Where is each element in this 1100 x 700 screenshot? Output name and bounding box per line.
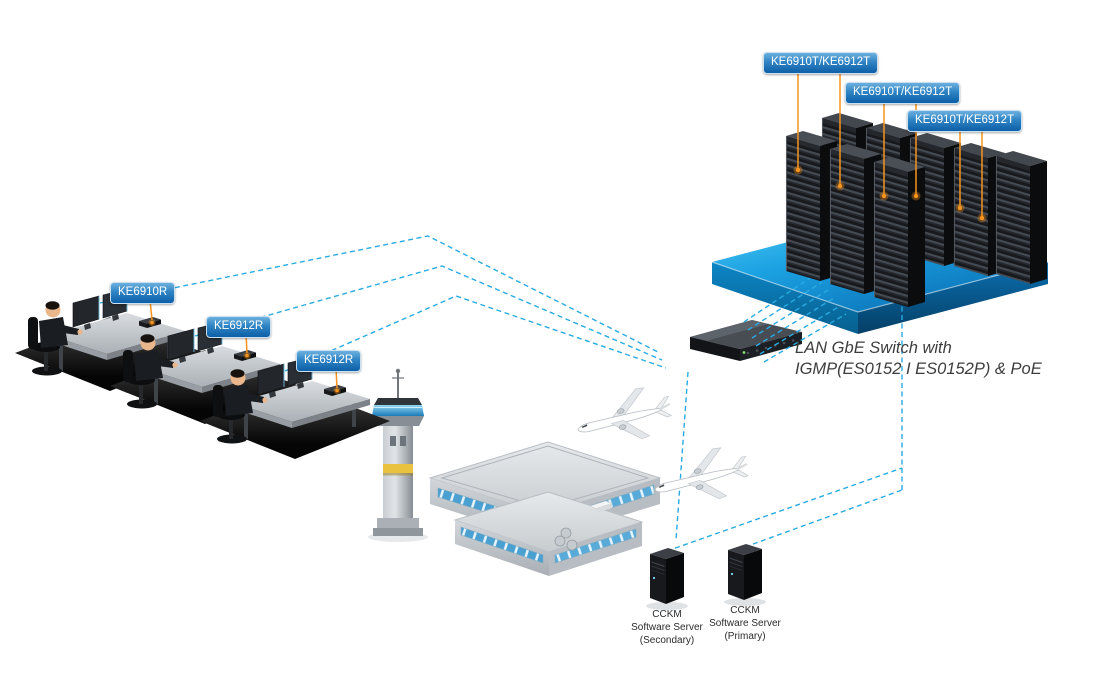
cckm-secondary-role: Software Server: [631, 622, 703, 633]
cckm-primary-name: CCKM: [730, 605, 760, 616]
server-shadow: [646, 602, 688, 610]
network-links: [99, 235, 903, 552]
lan-switch: [690, 320, 802, 361]
cckm-primary-role: Software Server: [709, 618, 781, 629]
switch-label-line2: IGMP(ES0152 I ES0152P) & PoE: [795, 360, 1042, 379]
tx-badge-1: KE6910T/KE6912T: [763, 52, 879, 74]
link-ws1-switch: [99, 235, 659, 353]
link-ws2-switch: [194, 265, 663, 361]
cckm-secondary-name: CCKM: [652, 609, 682, 620]
cckm-server-primary: [727, 543, 763, 601]
cckm-secondary-mode: (Secondary): [639, 635, 695, 646]
cckm-primary-label: CCKM Software Server (Primary): [697, 604, 793, 643]
link-switch-racks-fan: [743, 273, 847, 363]
server-rack: [995, 150, 1048, 285]
server-shadow: [724, 598, 766, 606]
switch-label-line1: LAN GbE Switch with: [795, 339, 952, 357]
switch-label: LAN GbE Switch with IGMP(ES0152 I ES0152…: [795, 338, 1042, 380]
link-cckm-primary: [744, 489, 903, 548]
tx-badge-2: KE6910T/KE6912T: [845, 82, 961, 104]
tower-cab-glass: [372, 405, 424, 416]
link-cckm-secondary: [666, 467, 903, 552]
airport-building: [428, 441, 662, 576]
server-rack: [873, 156, 926, 308]
rx-badge-2: KE6912R: [206, 316, 272, 338]
switch-led: [742, 351, 746, 354]
cckm-secondary-label: CCKM Software Server (Secondary): [619, 608, 715, 647]
airplane: [571, 381, 678, 454]
cckm-primary-mode: (Primary): [724, 631, 766, 642]
tower-antenna: [395, 368, 401, 374]
tx-badge-3: KE6910T/KE6912T: [907, 110, 1023, 132]
cckm-server-secondary: [649, 547, 685, 605]
rx-badge-1: KE6910R: [110, 282, 176, 304]
control-tower: [368, 368, 428, 542]
link-ws3-switch: [284, 295, 667, 372]
airplane: [648, 441, 755, 514]
server-rack: [829, 143, 882, 295]
switch-ports: [746, 339, 795, 355]
link-switch-servers: [675, 371, 689, 541]
rx-badge-3: KE6912R: [296, 350, 362, 372]
server-rack: [785, 130, 838, 282]
tx-led-indicators: [793, 165, 987, 223]
